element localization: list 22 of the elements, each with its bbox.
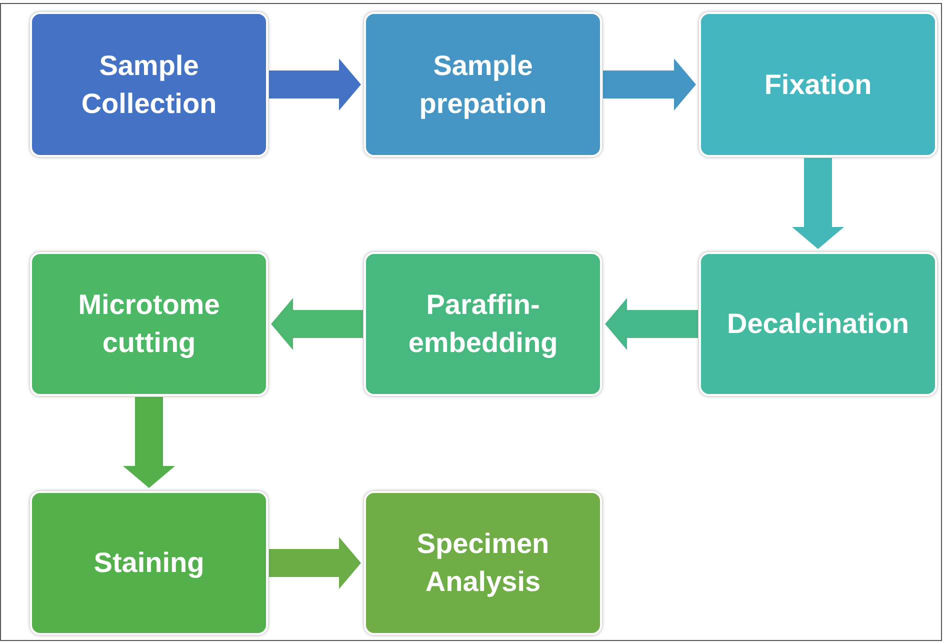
block-arrow	[271, 298, 363, 350]
step-label: Decalcination	[726, 307, 910, 341]
block-arrow	[792, 158, 844, 249]
step-label: Microtome cutting	[77, 288, 221, 360]
block-arrow	[605, 298, 698, 350]
process-box	[699, 12, 937, 157]
process-box	[699, 252, 937, 396]
step-label: Specimen Analysis	[416, 527, 550, 599]
process-box	[364, 12, 602, 157]
step-label: Paraffin-embedding	[407, 288, 559, 360]
process-box	[364, 491, 602, 635]
process-box	[364, 252, 602, 396]
block-arrow	[269, 537, 361, 589]
step-label: Staining	[94, 546, 204, 580]
step-label: Sample prepation	[418, 48, 548, 121]
step-label: Fixation	[764, 68, 872, 102]
block-arrow	[269, 58, 361, 110]
process-box	[30, 252, 268, 396]
step-label: Sample Collection	[80, 48, 218, 120]
block-arrow	[603, 58, 696, 110]
process-box	[30, 12, 268, 157]
process-box	[30, 491, 268, 635]
